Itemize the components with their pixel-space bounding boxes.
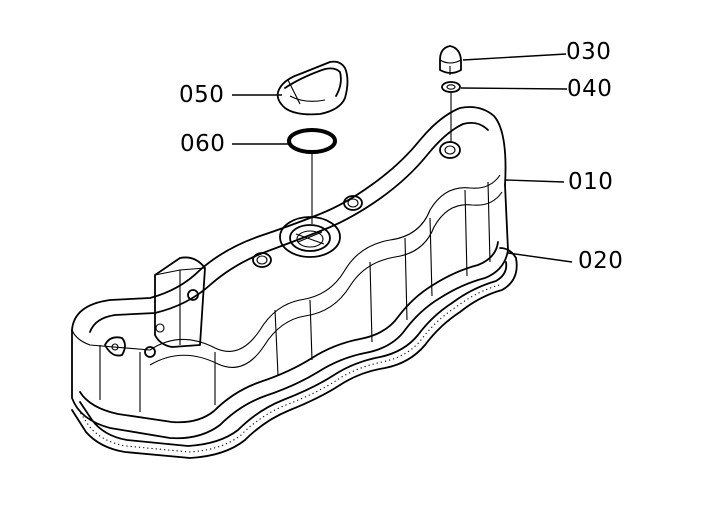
callout-030: 030	[566, 39, 612, 65]
callout-060: 060	[180, 131, 226, 157]
washer-040	[441, 81, 568, 142]
cover-010	[71, 106, 565, 440]
callout-040: 040	[567, 76, 613, 102]
o-ring-060	[232, 128, 337, 224]
callout-010: 010	[568, 169, 614, 195]
gasket-020	[71, 247, 573, 459]
oil-cap-050	[232, 60, 349, 116]
callout-020: 020	[578, 248, 624, 274]
callout-050: 050	[179, 82, 225, 108]
nut-030	[439, 45, 567, 75]
